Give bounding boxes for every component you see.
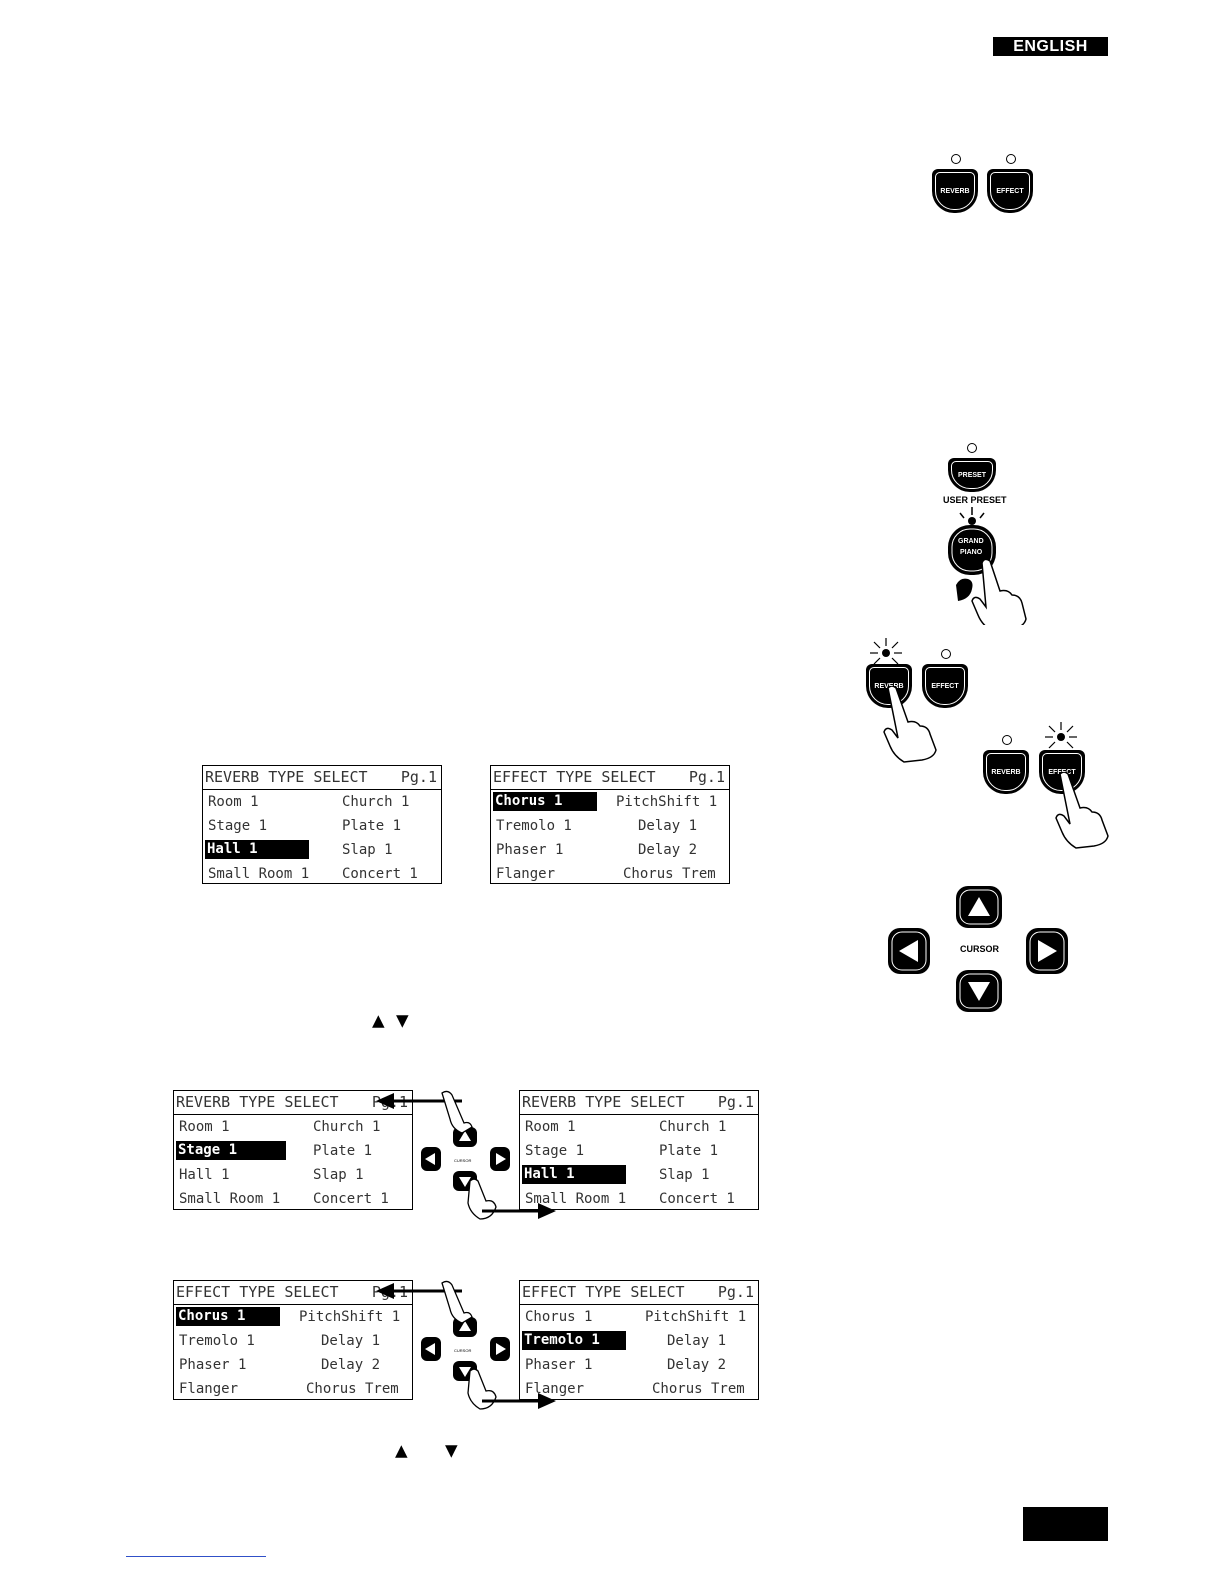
reverb-button-label: REVERB [935,172,975,210]
lcd-page: Pg.1 [718,1091,754,1114]
reverb-led-lit-icon [866,638,906,666]
lcd-cell: Small Room 1 [208,862,309,886]
finger-press-reverb-icon [874,686,940,766]
lcd-cell: Slap 1 [659,1163,710,1187]
lcd-cell: Chorus Trem [623,862,716,886]
down-arrow-symbol-2: ▼ [445,1439,458,1461]
effect-led [1006,154,1016,164]
lcd-header: EFFECT TYPE SELECT Pg.1 [491,766,729,790]
preset-button-label: PRESET [951,461,993,489]
lcd-cell-selected: Chorus 1 [493,792,597,811]
lcd-effect-select: EFFECT TYPE SELECT Pg.1 Chorus 1 PitchShif… [490,765,730,884]
lcd-title: EFFECT TYPE SELECT [176,1281,339,1304]
down-arrow-symbol: ▼ [396,1009,409,1031]
lcd-cell: Delay 2 [638,838,697,862]
svg-text:CURSOR: CURSOR [454,1158,471,1163]
lcd-cell: Chorus Trem [652,1377,745,1401]
lcd-reverb-select: REVERB TYPE SELECT Pg.1 Room 1 Church 1 St… [202,765,442,884]
lcd-cell: Plate 1 [313,1139,372,1163]
grand-piano-press-icon [942,505,1034,625]
lcd-cell: Plate 1 [342,814,401,838]
lcd-title: EFFECT TYPE SELECT [493,766,656,789]
lcd-page: Pg.1 [401,766,437,789]
lcd-cell: Slap 1 [342,838,393,862]
cursor-step-diagram-reverb: CURSOR [370,1085,560,1225]
lcd-title: REVERB TYPE SELECT [176,1091,339,1114]
lcd-cell: Stage 1 [208,814,267,838]
lcd-cell: Slap 1 [313,1163,364,1187]
reverb-button[interactable]: REVERB [932,169,978,213]
lcd-cell: Delay 1 [667,1329,726,1353]
effect-led-off [941,649,951,659]
lcd-cell: Room 1 [208,790,259,814]
lcd-cell: Room 1 [179,1115,230,1139]
reverb-button-idle-label: REVERB [986,753,1026,791]
reverb-led [951,154,961,164]
lcd-cell: Delay 1 [638,814,697,838]
grand-piano-label-1: GRAND [958,538,984,545]
footer-link-line [126,1556,266,1557]
effect-button[interactable]: EFFECT [987,169,1033,213]
up-arrow-symbol-2: ▲ [395,1439,408,1461]
lcd-cell: Plate 1 [659,1139,718,1163]
svg-text:CURSOR: CURSOR [454,1348,471,1353]
cursor-step-diagram-effect: CURSOR [370,1275,560,1415]
page-number-box [1023,1507,1108,1541]
user-preset-label: USER PRESET [943,495,1007,505]
lcd-cell: Church 1 [342,790,409,814]
reverb-button-idle[interactable]: REVERB [983,750,1029,794]
lcd-cell: PitchShift 1 [616,790,717,814]
lcd-page: Pg.1 [689,766,725,789]
lcd-cell: Church 1 [659,1115,726,1139]
preset-button[interactable]: PRESET [948,458,996,492]
lcd-cell: Flanger [496,862,555,886]
lcd-cell: PitchShift 1 [645,1305,746,1329]
lcd-page: Pg.1 [718,1281,754,1304]
preset-led [967,443,977,453]
lcd-header: REVERB TYPE SELECT Pg.1 [203,766,441,790]
lcd-cell: Tremolo 1 [179,1329,255,1353]
lcd-cell: Phaser 1 [179,1353,246,1377]
lcd-cell-selected: Hall 1 [205,840,309,859]
lcd-cell-selected: Stage 1 [176,1141,286,1160]
cursor-label: CURSOR [960,944,999,954]
lcd-cell: Phaser 1 [496,838,563,862]
effect-led-lit-icon [1041,722,1081,750]
language-badge: ENGLISH [993,37,1108,56]
up-arrow-symbol: ▲ [372,1009,385,1031]
lcd-cell: Delay 2 [667,1353,726,1377]
lcd-cell: Hall 1 [179,1163,230,1187]
lcd-cell-selected: Chorus 1 [176,1307,280,1326]
lcd-cell: Tremolo 1 [496,814,572,838]
lcd-title: REVERB TYPE SELECT [205,766,368,789]
grand-piano-label-2: PIANO [960,549,982,556]
lcd-cell: Flanger [179,1377,238,1401]
lcd-cell: Small Room 1 [179,1187,280,1211]
effect-button-label: EFFECT [990,172,1030,210]
lcd-cell: Concert 1 [342,862,418,886]
reverb-led-off-2 [1002,735,1012,745]
lcd-cell: Concert 1 [659,1187,735,1211]
finger-press-effect-icon [1046,772,1112,852]
